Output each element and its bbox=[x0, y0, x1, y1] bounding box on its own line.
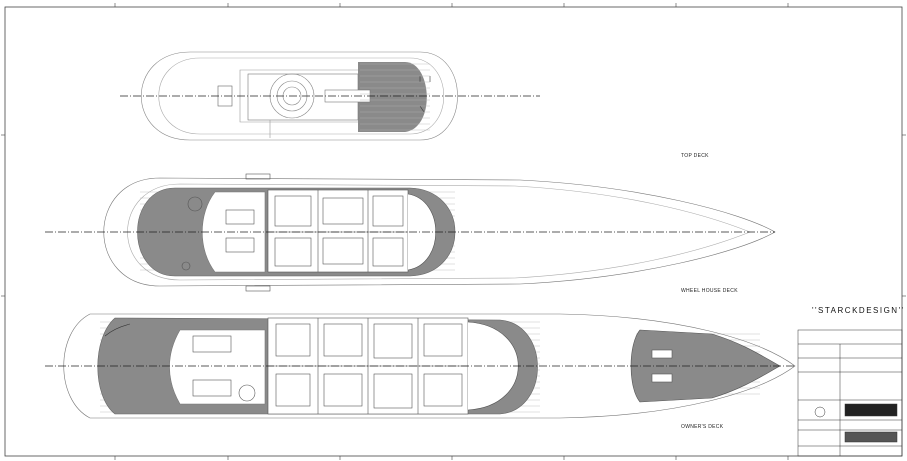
border-ticks bbox=[1, 3, 906, 460]
top-deck-plan bbox=[141, 51, 458, 141]
title-block bbox=[797, 329, 903, 457]
sheet-border bbox=[4, 6, 903, 457]
top-deck-planking bbox=[360, 63, 430, 131]
owners-deck-label: OWNER'S DECK bbox=[681, 424, 724, 430]
top-deck-teak bbox=[358, 62, 427, 132]
wheel-house-deck-label: WHEEL HOUSE DECK bbox=[681, 288, 738, 294]
top-deck-label: TOP DECK bbox=[681, 153, 709, 159]
brand-wordmark: ''STARCKDESIGN'' bbox=[812, 306, 905, 315]
wheel-house-deck-plan bbox=[103, 173, 776, 292]
